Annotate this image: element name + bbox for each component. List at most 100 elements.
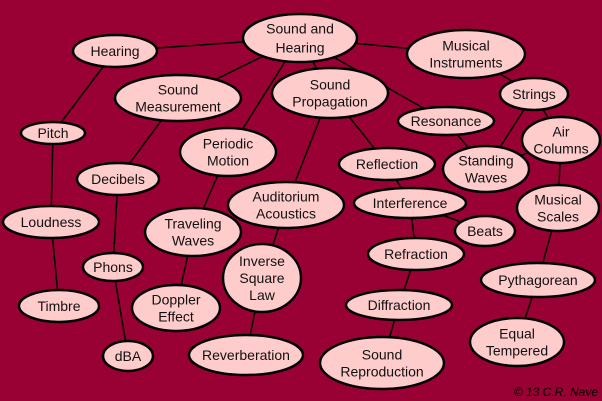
node-label-line: Diffraction bbox=[368, 297, 431, 313]
node-label-line: Tempered bbox=[486, 343, 548, 359]
node-hearing[interactable]: Hearing bbox=[71, 33, 159, 69]
node-strings[interactable]: Strings bbox=[498, 76, 570, 112]
node-label-line: Instruments bbox=[429, 55, 502, 71]
node-label-line: Refraction bbox=[384, 246, 448, 262]
node-ellipse bbox=[453, 214, 517, 248]
node-reverberation[interactable]: Reverberation bbox=[187, 333, 305, 377]
node-label: Resonance bbox=[411, 113, 482, 129]
node-ellipse bbox=[143, 206, 243, 258]
node-ellipse bbox=[17, 288, 101, 324]
node-decibels[interactable]: Decibels bbox=[75, 161, 161, 197]
node-label-line: Resonance bbox=[411, 113, 482, 129]
node-label: Refraction bbox=[384, 246, 448, 262]
node-ellipse bbox=[81, 251, 145, 283]
node-label-line: Timbre bbox=[37, 298, 80, 314]
node-label: Hearing bbox=[90, 43, 139, 59]
node-label-line: Musical bbox=[534, 192, 581, 208]
node-ellipse bbox=[113, 73, 243, 123]
node-ellipse bbox=[1, 204, 101, 240]
node-ellipse bbox=[19, 120, 87, 146]
node-ellipse bbox=[187, 333, 305, 377]
node-label-line: Sound and bbox=[266, 21, 334, 37]
node-label-line: Propagation bbox=[292, 94, 368, 110]
node-ellipse bbox=[366, 236, 466, 272]
node-label-line: Acoustics bbox=[256, 206, 316, 222]
node-ellipse bbox=[498, 76, 570, 112]
node-loudness[interactable]: Loudness bbox=[1, 204, 101, 240]
node-ellipse bbox=[468, 316, 566, 368]
node-label-line: Strings bbox=[512, 86, 556, 102]
node-label-line: Law bbox=[249, 287, 276, 303]
node-pythagorean[interactable]: Pythagorean bbox=[479, 261, 597, 299]
node-ellipse bbox=[71, 33, 159, 69]
node-label: Reflection bbox=[356, 156, 418, 172]
node-interference[interactable]: Interference bbox=[352, 186, 468, 220]
node-label-line: Measurement bbox=[135, 99, 221, 115]
node-timbre[interactable]: Timbre bbox=[17, 288, 101, 324]
node-ellipse bbox=[441, 144, 531, 194]
node-label: Pythagorean bbox=[498, 272, 577, 288]
node-ellipse bbox=[318, 335, 446, 391]
node-label-line: Pitch bbox=[37, 125, 68, 141]
node-ellipse bbox=[241, 12, 359, 64]
node-label-line: Sound bbox=[362, 347, 402, 363]
node-label: Beats bbox=[467, 223, 503, 239]
node-label: Loudness bbox=[21, 214, 82, 230]
node-label-line: Auditorium bbox=[253, 189, 320, 205]
node-label-line: Pythagorean bbox=[498, 272, 577, 288]
node-ellipse bbox=[226, 180, 346, 230]
node-label: Pitch bbox=[37, 125, 68, 141]
node-label: Strings bbox=[512, 86, 556, 102]
node-ellipse bbox=[515, 183, 601, 233]
node-label: Reverberation bbox=[202, 347, 290, 363]
node-pitch[interactable]: Pitch bbox=[19, 120, 87, 146]
copyright-icon: © bbox=[513, 385, 523, 399]
node-label-line: Musical bbox=[442, 38, 489, 54]
node-ellipse bbox=[75, 161, 161, 197]
node-label-line: Waves bbox=[465, 170, 507, 186]
node-dba[interactable]: dBA bbox=[101, 339, 155, 373]
node-refraction[interactable]: Refraction bbox=[366, 236, 466, 272]
node-ellipse bbox=[396, 105, 496, 137]
node-phons[interactable]: Phons bbox=[81, 251, 145, 283]
node-ellipse bbox=[405, 28, 527, 80]
node-reflection[interactable]: Reflection bbox=[337, 146, 437, 182]
node-label-line: Sound bbox=[310, 77, 350, 93]
node-label-line: Hearing bbox=[90, 43, 139, 59]
node-label-line: Reverberation bbox=[202, 347, 290, 363]
node-label-line: Beats bbox=[467, 223, 503, 239]
node-ellipse bbox=[337, 146, 437, 182]
node-label-line: Reproduction bbox=[340, 364, 423, 380]
node-label-line: Effect bbox=[158, 309, 194, 325]
node-label-line: Square bbox=[239, 270, 284, 286]
node-diffraction[interactable]: Diffraction bbox=[344, 288, 454, 322]
node-resonance[interactable]: Resonance bbox=[396, 105, 496, 137]
node-label-line: Standing bbox=[458, 153, 513, 169]
node-beats[interactable]: Beats bbox=[453, 214, 517, 248]
node-ellipse bbox=[520, 115, 602, 165]
node-label-line: dBA bbox=[115, 348, 142, 364]
